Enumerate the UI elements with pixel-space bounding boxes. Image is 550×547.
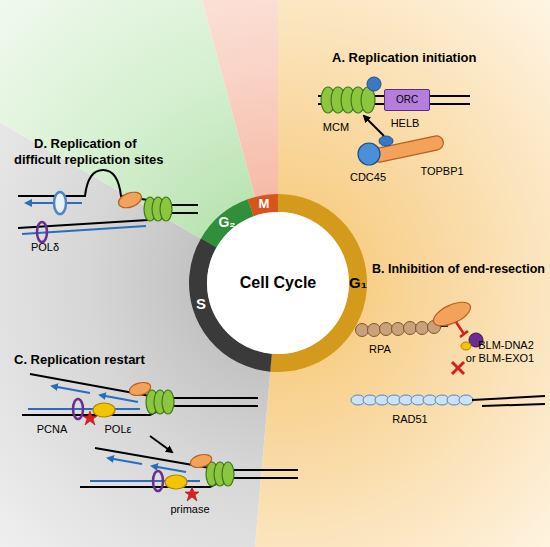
restart-illustration-part [165,475,187,489]
end-resection-illustration-part [392,323,405,336]
restart-illustration-part [222,462,234,486]
restart-illustration-part [150,436,172,452]
end-resection-illustration-part [404,322,417,335]
restart-illustration-part [128,380,152,397]
restart-illustration-part [73,399,83,419]
end-resection-illustration-part [456,322,464,334]
panel-title: A. Replication initiation [332,50,544,66]
end-resection-illustration [351,297,545,406]
restart-illustration-part [189,452,213,469]
restart-illustration [22,374,298,501]
difficult-sites-illustration-part [116,189,143,210]
end-resection-illustration-part [430,297,474,330]
protein-label: CDC45 [343,171,393,184]
end-resection-illustration-part [368,324,381,337]
end-resection-illustration-part [482,404,545,406]
end-resection-illustration-part [472,396,545,400]
restart-illustration-part [228,477,298,479]
initiation-illustration-part [364,116,384,136]
difficult-sites-illustration-part [37,222,47,242]
end-resection-illustration-part [461,342,471,350]
protein-label: MCM [314,121,358,134]
restart-illustration-part [153,471,163,491]
cell-cycle-ring [169,174,388,393]
restart-illustration-part [228,469,298,471]
end-resection-illustration-part [459,395,473,405]
initiation-illustration-part [367,77,381,91]
phase-label: G₂ [212,214,242,231]
cell-cycle-ring-part [169,174,388,393]
protein-label: primase [160,503,220,516]
end-resection-illustration-part [380,323,393,336]
protein-label: BLM-DNA2 or BLM-EXO1 [461,339,539,365]
initiation-illustration-part [358,143,380,165]
difficult-sites-illustration-part [160,197,172,221]
panel-title: C. Replication restart [14,352,214,368]
restart-illustration-part [52,386,90,393]
restart-illustration-part [162,390,174,414]
protein-label: TOPBP1 [414,165,470,178]
end-resection-illustration-part [416,322,429,335]
end-resection-illustration-part [452,362,464,374]
restart-illustration-part [185,487,199,501]
end-resection-illustration-part [356,324,369,337]
difficult-sites-illustration-part [54,192,66,214]
restart-illustration-part [100,395,138,402]
protein-label: PCNA [30,423,74,436]
panel-title: D. Replication of difficult replication … [14,136,174,167]
protein-label: RAD51 [382,413,438,426]
initiation-illustration-part [379,136,393,146]
phase-label: G₁ [343,274,373,292]
difficult-sites-illustration-part [22,226,146,234]
protein-label: POLδ [23,241,67,254]
phase-label: M [252,196,276,212]
difficult-sites-illustration-part [18,170,198,205]
restart-illustration-part [168,397,258,399]
restart-illustration-part [93,403,115,417]
protein-label: POLε [96,423,140,436]
end-resection-illustration-part [460,331,468,337]
restart-illustration-part [168,405,258,407]
difficult-sites-illustration [18,170,198,242]
node-text: ORC [396,94,418,106]
orc-box: ORC [384,89,430,111]
cell-cycle-ring-part [175,180,380,385]
node-text: Cell Cycle [240,274,316,292]
initiation-illustration-part [371,135,444,164]
restart-illustration-part [108,458,142,464]
panel-title: B. Inhibition of end-resection [372,262,548,277]
initiation-illustration [318,77,470,165]
cell-cycle-circle: Cell Cycle [207,212,349,354]
end-resection-illustration-part [452,362,464,374]
restart-illustration-part [83,411,97,425]
protein-label: HELB [383,117,427,130]
phase-label: S [189,295,213,313]
protein-label: RPA [360,343,400,356]
